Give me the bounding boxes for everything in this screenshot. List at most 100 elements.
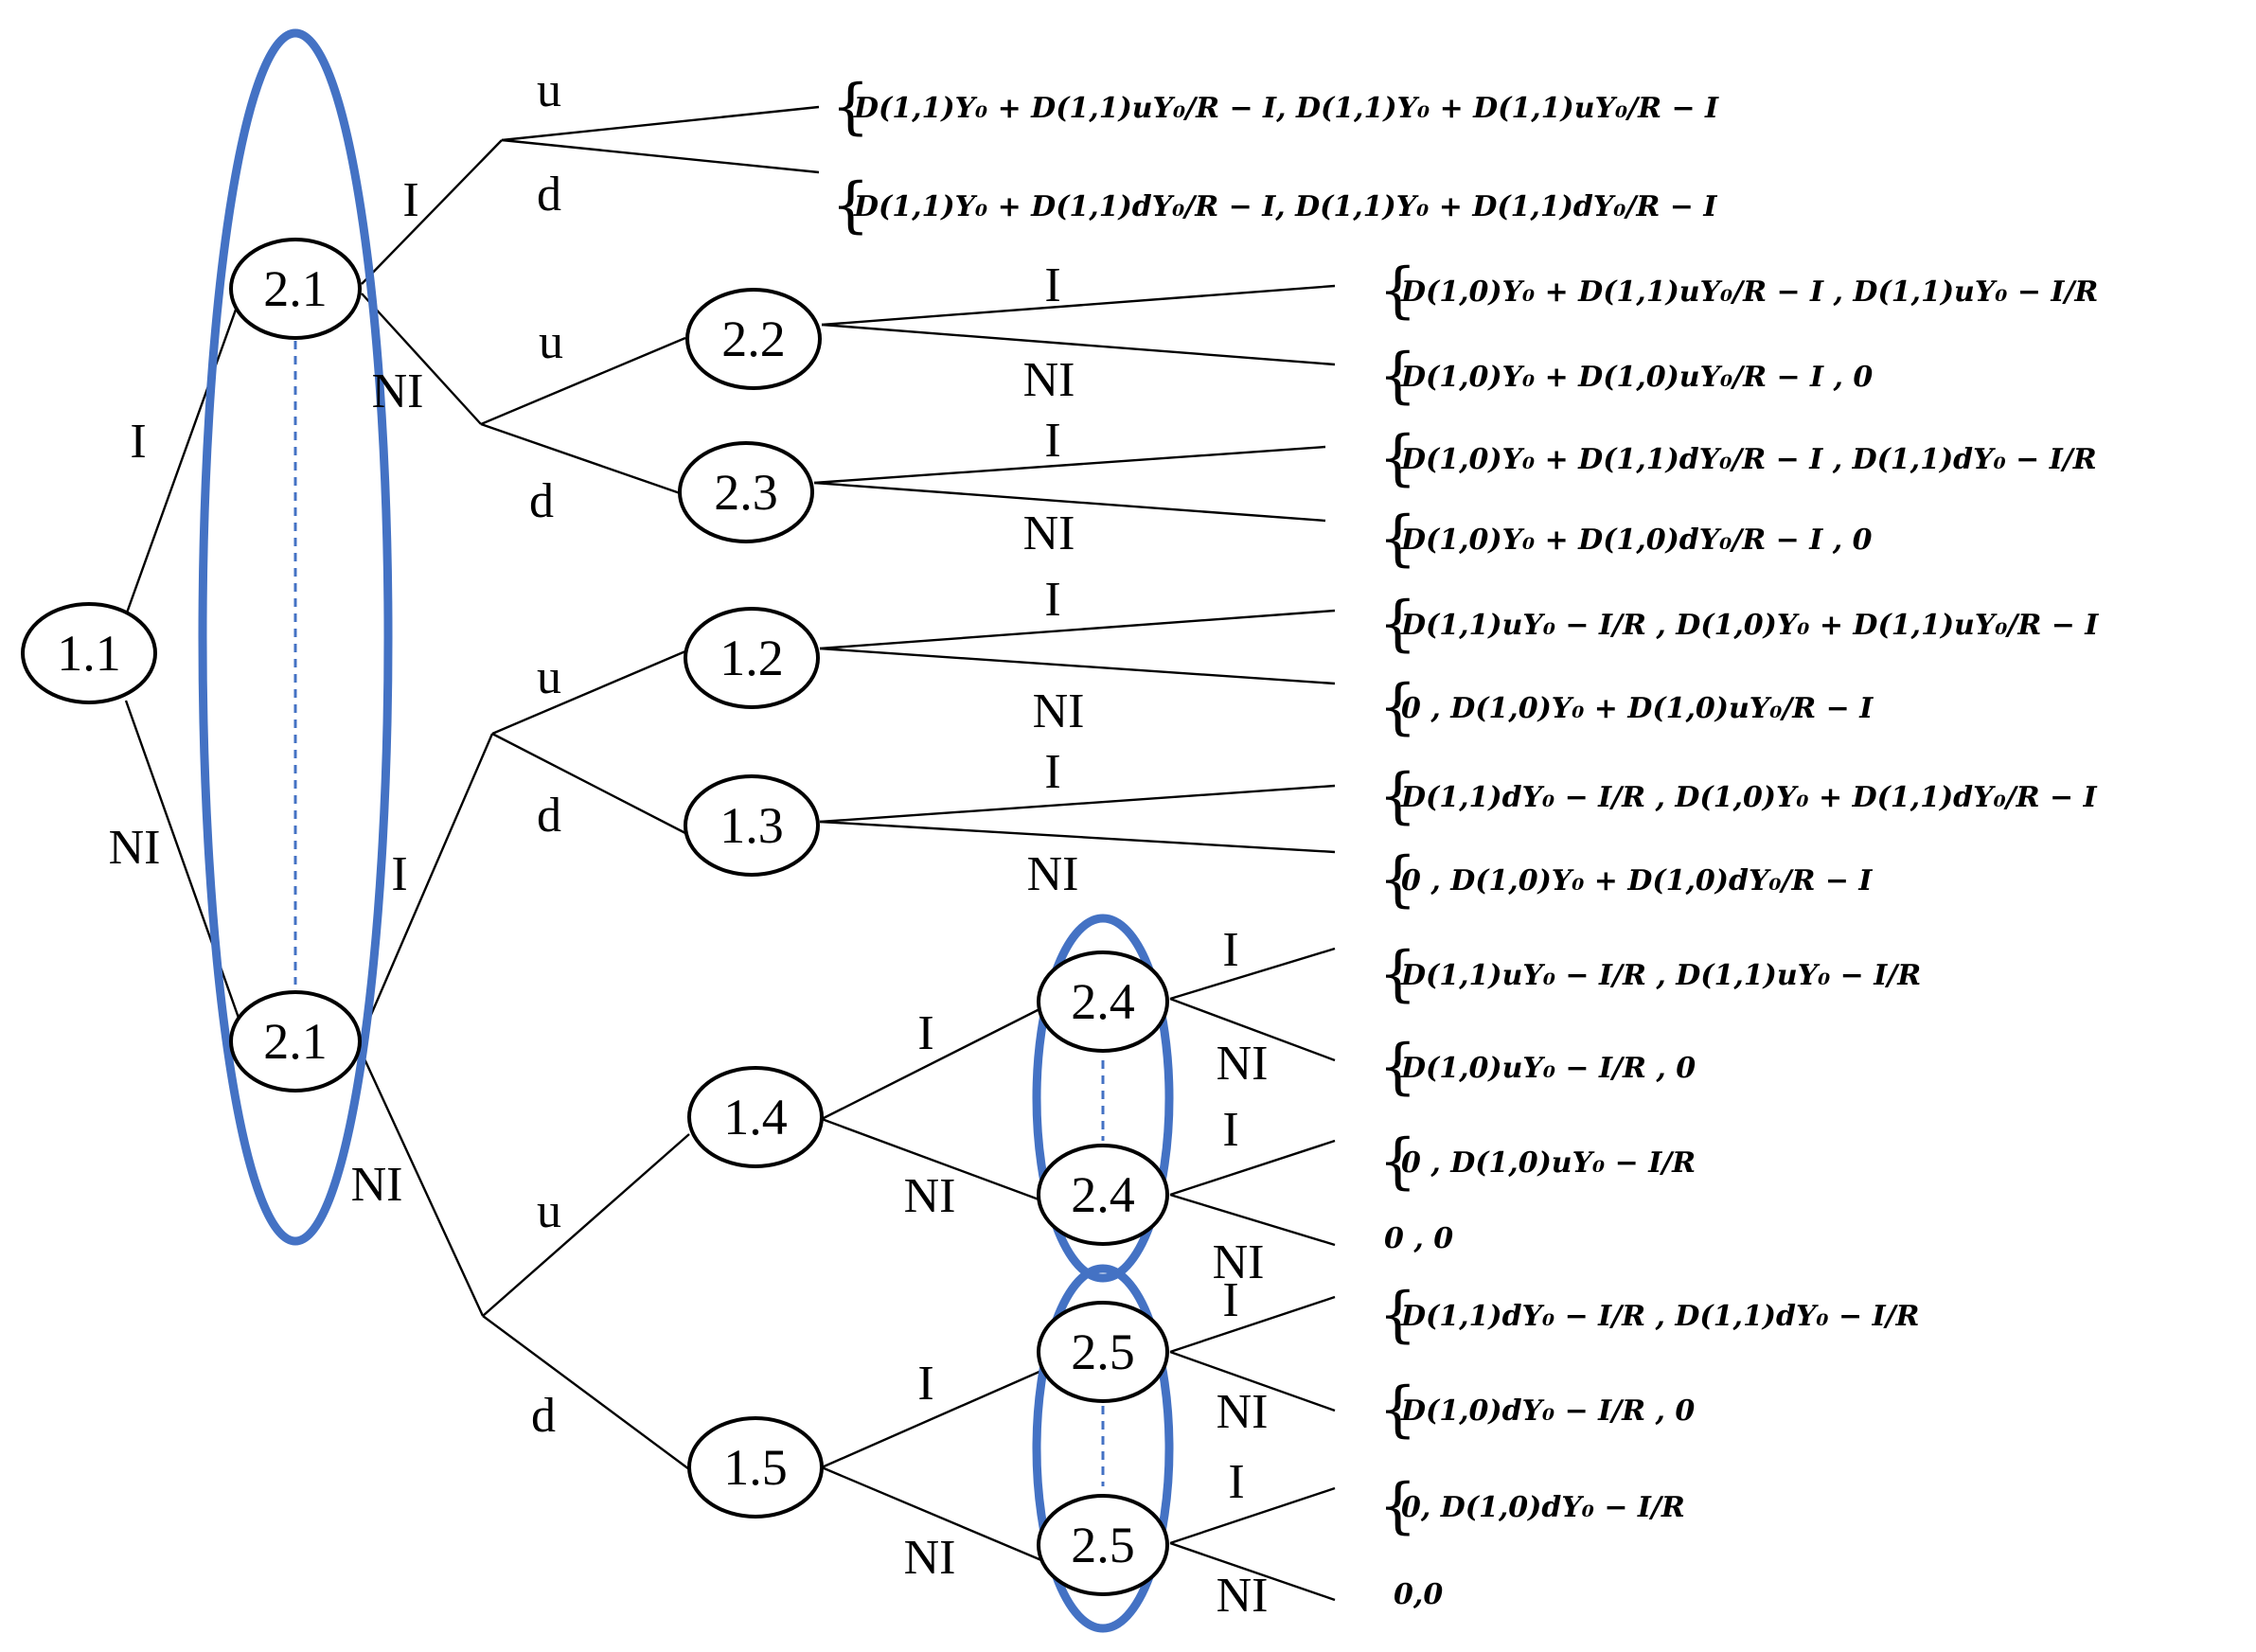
payoff-brace: {: [1378, 423, 1417, 493]
edge-n25a-ni: [1169, 1350, 1336, 1412]
edge-n24a-ni: [1169, 997, 1336, 1062]
payoff-7: D(1,1)uY₀ − I/R , D(1,0)Y₀ + D(1,1)uY₀/R…: [1400, 609, 2099, 642]
node-2-5-upper-label: 2.5: [1071, 1323, 1135, 1380]
node-2-1-upper-label: 2.1: [263, 260, 328, 317]
label-n24b-ni: NI: [1213, 1235, 1265, 1289]
edge-n25b-i: [1169, 1486, 1336, 1545]
edge-b-ni-u: [482, 1133, 690, 1317]
node-2-5-lower: 2.5: [1037, 1494, 1169, 1596]
payoff-14: 0 , 0: [1384, 1222, 1453, 1255]
edge-root-i: [124, 285, 246, 616]
payoff-3: D(1,0)Y₀ + D(1,1)uY₀/R − I , D(1,1)uY₀ −…: [1400, 275, 2098, 309]
node-1-1-label: 1.1: [57, 625, 121, 682]
edge-n14-ni: [821, 1117, 1042, 1202]
payoff-15: D(1,1)dY₀ − I/R , D(1,1)dY₀ − I/R: [1400, 1300, 1920, 1333]
payoff-8: 0 , D(1,0)Y₀ + D(1,0)uY₀/R − I: [1401, 692, 1874, 725]
edge-n23-ni: [813, 481, 1326, 523]
label-n14-ni: NI: [904, 1169, 956, 1223]
label-n14-i: I: [917, 1006, 933, 1060]
payoff-brace: {: [1378, 939, 1417, 1009]
label-a-ni-u: u: [539, 315, 563, 369]
edge-n13-ni: [819, 820, 1336, 854]
payoff-12: D(1,0)uY₀ − I/R , 0: [1400, 1052, 1696, 1085]
node-2-4-upper: 2.4: [1037, 950, 1169, 1053]
label-a-i-u: u: [537, 63, 561, 117]
node-1-2-label: 1.2: [719, 630, 784, 686]
label-a-i: I: [402, 173, 418, 227]
edge-a-ni-u: [480, 336, 686, 426]
payoff-13: 0 , D(1,0)uY₀ − I/R: [1401, 1146, 1696, 1180]
label-n25a-ni: NI: [1217, 1385, 1269, 1439]
label-b-i-d: d: [537, 789, 561, 843]
edge-a-ni: [361, 293, 482, 425]
payoff-brace: {: [1378, 672, 1417, 742]
node-2-3-label: 2.3: [714, 464, 778, 521]
payoff-brace: {: [1378, 589, 1417, 659]
payoff-brace: {: [1378, 1280, 1417, 1350]
label-n13-ni: NI: [1027, 847, 1079, 901]
edge-n15-i: [821, 1369, 1042, 1469]
node-1-5: 1.5: [687, 1416, 824, 1519]
payoff-brace: {: [1378, 844, 1417, 915]
payoff-brace: {: [1378, 504, 1417, 574]
node-2-1-lower: 2.1: [229, 990, 362, 1092]
edge-n22-ni: [821, 323, 1336, 366]
label-b-i: I: [391, 847, 407, 901]
node-1-1: 1.1: [21, 602, 157, 704]
payoff-brace: {: [1378, 1032, 1417, 1102]
edge-n22-i: [821, 284, 1336, 327]
edge-b-i: [360, 733, 494, 1038]
node-1-4: 1.4: [687, 1066, 824, 1168]
payoff-11: D(1,1)uY₀ − I/R , D(1,1)uY₀ − I/R: [1400, 959, 1921, 992]
node-2-5-upper: 2.5: [1037, 1301, 1169, 1403]
edge-n24a-i: [1169, 947, 1336, 1001]
payoff-brace: {: [1378, 761, 1417, 831]
edge-b-ni: [360, 1052, 485, 1317]
payoff-1: D(1,1)Y₀ + D(1,1)uY₀/R − I, D(1,1)Y₀ + D…: [853, 92, 1719, 125]
label-a-i-d: d: [537, 168, 561, 222]
label-root-i: I: [130, 415, 146, 469]
label-b-i-u: u: [537, 650, 561, 704]
node-2-2: 2.2: [685, 288, 822, 390]
tree-edges: [124, 105, 1336, 1602]
node-2-1-lower-label: 2.1: [263, 1013, 328, 1070]
label-n24b-i: I: [1222, 1103, 1238, 1157]
info-set-21: [198, 28, 393, 1246]
label-n23-i: I: [1044, 414, 1060, 468]
edge-n24b-i: [1169, 1139, 1336, 1197]
edge-b-ni-d: [482, 1315, 690, 1470]
payoff-4: D(1,0)Y₀ + D(1,0)uY₀/R − I , 0: [1400, 361, 1873, 394]
edge-a-i-d: [501, 138, 820, 174]
info-set-24: [1032, 914, 1174, 1283]
payoff-10: 0 , D(1,0)Y₀ + D(1,0)dY₀/R − I: [1401, 864, 1873, 897]
decision-nodes: 1.1 2.1 2.1 2.2 2.3 1.2 1.3 1.4: [21, 238, 1169, 1596]
label-a-ni-d: d: [529, 474, 554, 528]
label-n24a-i: I: [1222, 923, 1238, 977]
edge-n14-i: [821, 1006, 1042, 1121]
payoff-18: 0,0: [1394, 1578, 1443, 1611]
edge-n25a-i: [1169, 1295, 1336, 1354]
edge-n23-i: [813, 445, 1326, 485]
label-b-ni-d: d: [531, 1389, 556, 1443]
label-b-ni: NI: [351, 1158, 403, 1212]
label-n25b-i: I: [1228, 1455, 1244, 1509]
node-1-4-label: 1.4: [723, 1089, 788, 1146]
label-n23-ni: NI: [1023, 506, 1075, 560]
edge-n12-i: [819, 609, 1336, 650]
payoffs: { D(1,1)Y₀ + D(1,1)uY₀/R − I, D(1,1)Y₀ +…: [831, 72, 2099, 1611]
label-n15-ni: NI: [904, 1531, 956, 1585]
payoff-5: D(1,0)Y₀ + D(1,1)dY₀/R − I , D(1,1)dY₀ −…: [1400, 443, 2097, 476]
edge-labels: I NI I NI u d u d I NI I NI I NI u d I N…: [109, 63, 1269, 1623]
payoff-brace: {: [1378, 1127, 1417, 1197]
payoff-brace: {: [1378, 256, 1417, 326]
node-2-4-upper-label: 2.4: [1071, 973, 1135, 1030]
edge-a-i: [361, 139, 503, 285]
edge-n25b-ni: [1169, 1541, 1336, 1602]
edge-b-i-u: [491, 649, 686, 736]
edge-a-ni-d: [480, 422, 686, 497]
node-1-3-label: 1.3: [719, 797, 784, 854]
node-2-5-lower-label: 2.5: [1071, 1517, 1135, 1573]
payoff-6: D(1,0)Y₀ + D(1,0)dY₀/R − I , 0: [1400, 524, 1873, 557]
node-1-2: 1.2: [684, 607, 820, 709]
